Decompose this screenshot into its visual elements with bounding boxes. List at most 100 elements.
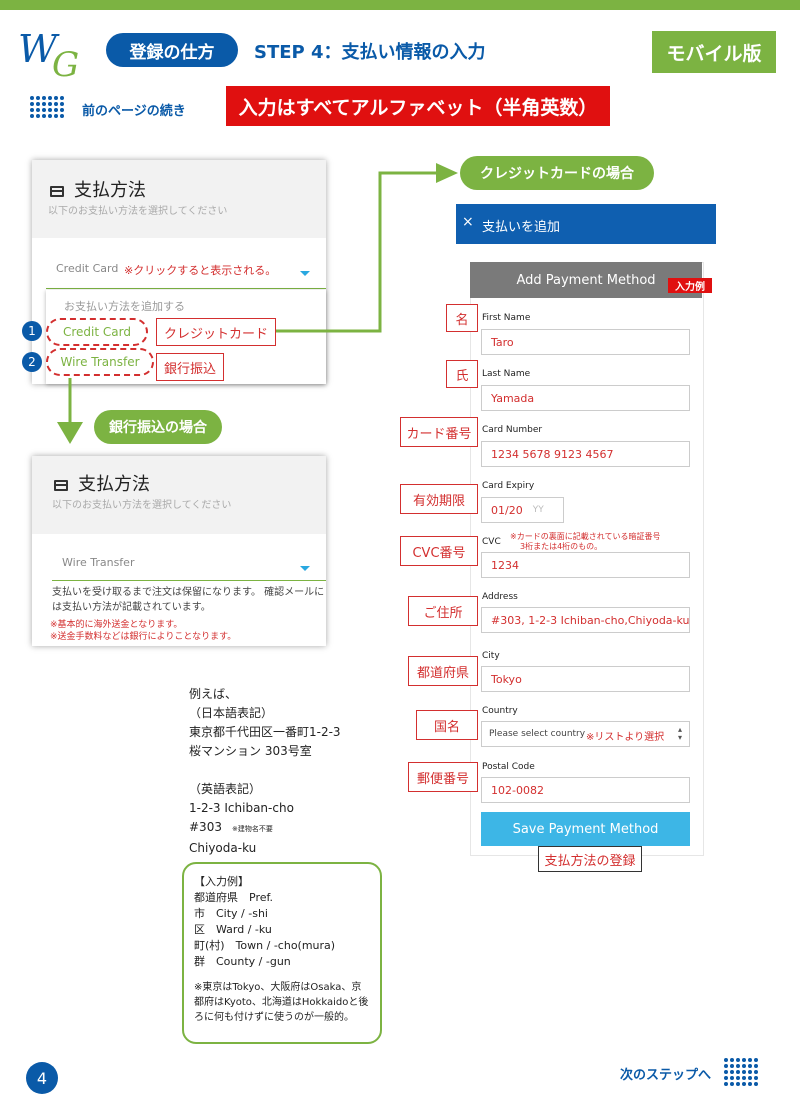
- jp-label-country: 国名: [416, 710, 478, 740]
- example-line: （日本語表記）: [189, 706, 274, 720]
- wire-description: 支払いを受け取るまで注文は保留になります。 確認メールには支払い方法が記載されて…: [52, 587, 325, 613]
- prev-page-dots-icon: [30, 96, 64, 118]
- jp-label-city: 都道府県: [408, 656, 478, 686]
- cvc-note-2: 3桁または4桁のもの。: [520, 542, 603, 551]
- option-number-1: 1: [22, 321, 42, 341]
- postal-code-field[interactable]: 102-0082: [481, 777, 690, 803]
- credit-card-icon: [50, 186, 64, 197]
- select-underline: [46, 288, 326, 289]
- example-line: [189, 761, 341, 780]
- arrow-head-wire: [57, 422, 83, 444]
- updown-arrows-icon: ▴▾: [678, 725, 683, 742]
- postal-code-label: Postal Code: [482, 762, 535, 772]
- note-row: 群 County / -gun: [194, 955, 291, 968]
- arrow-head-credit: [436, 163, 458, 183]
- country-label: Country: [482, 706, 518, 716]
- jp-label-cvc: CVC番号: [400, 536, 478, 566]
- save-payment-method-button[interactable]: Save Payment Method: [481, 812, 690, 846]
- payment-select-value[interactable]: Credit Card: [56, 262, 119, 275]
- jp-label-address: ご住所: [408, 596, 478, 626]
- wire-note-2: ※送金手数料などは銀行によりことなります。: [50, 632, 237, 642]
- option-number-2: 2: [22, 352, 42, 372]
- wire-select-underline: [52, 580, 326, 581]
- note-row: 市 City / -shi: [194, 907, 268, 920]
- example-line: 桜マンション 303号室: [189, 744, 312, 758]
- jp-label-card-number: カード番号: [400, 417, 478, 447]
- step-title: STEP 4：支払い情報の入力: [254, 42, 486, 63]
- example-line: Chiyoda-ku: [189, 841, 257, 855]
- jp-label-postal: 郵便番号: [408, 762, 478, 792]
- cvc-field[interactable]: 1234: [481, 552, 690, 578]
- cvc-note-1: ※カードの裏面に記載されている暗証番号: [510, 532, 661, 541]
- city-field[interactable]: Tokyo: [481, 666, 690, 692]
- cvc-label: CVC: [482, 537, 501, 547]
- prev-page-link[interactable]: 前のページの続き: [82, 104, 186, 119]
- example-line: 1-2-3 Ichiban-cho: [189, 801, 294, 815]
- top-accent-bar: [0, 0, 800, 10]
- chevron-down-icon[interactable]: [300, 271, 310, 276]
- svg-text:W: W: [18, 28, 60, 71]
- section-pill: 登録の仕方: [106, 33, 238, 67]
- svg-text:G: G: [52, 45, 79, 80]
- credit-card-pill: クレジットカードの場合: [460, 156, 654, 190]
- panel-subtitle: 以下のお支払い方法を選択してください: [48, 206, 228, 217]
- mobile-badge: モバイル版: [652, 31, 776, 73]
- card-number-field[interactable]: 1234 5678 9123 4567: [481, 441, 690, 467]
- example-line: 例えば、: [189, 687, 238, 701]
- first-name-label: First Name: [482, 313, 531, 323]
- form-title: Add Payment Method: [470, 262, 702, 298]
- example-tag: 入力例: [668, 278, 712, 293]
- label-credit-card-jp: クレジットカード: [156, 318, 276, 346]
- expiry-value: 01/20: [491, 503, 523, 517]
- example-line-303: #303※建物名不要: [189, 820, 273, 834]
- card-number-label: Card Number: [482, 425, 543, 435]
- panel-title: 支払方法: [74, 180, 146, 201]
- chevron-down-icon[interactable]: [300, 566, 310, 571]
- save-caption: 支払方法の登録: [538, 846, 642, 872]
- input-example-box: 【入力例】 都道府県 Pref. 市 City / -shi 区 Ward / …: [182, 862, 382, 1044]
- last-name-label: Last Name: [482, 369, 531, 379]
- option-wire-transfer[interactable]: Wire Transfer: [46, 348, 154, 376]
- jp-label-card-expiry: 有効期限: [400, 484, 478, 514]
- wire-note-1: ※基本的に海外送金となります。: [50, 620, 183, 630]
- country-select-value: Please select country: [489, 729, 586, 739]
- close-icon[interactable]: ×: [462, 214, 474, 230]
- next-step-link[interactable]: 次のステップへ: [620, 1068, 712, 1083]
- note-box-title: 【入力例】: [194, 875, 249, 888]
- select-click-note: ※クリックすると表示される。: [124, 264, 277, 277]
- expiry-placeholder: YY: [532, 505, 544, 515]
- card-expiry-label: Card Expiry: [482, 481, 535, 491]
- jp-label-last-name: 氏: [446, 360, 478, 388]
- example-line: （英語表記）: [189, 782, 262, 796]
- card-expiry-field[interactable]: 01/20 YY: [481, 497, 564, 523]
- page-number: 4: [26, 1062, 58, 1094]
- country-select[interactable]: Please select country ※リストより選択 ▴▾: [481, 721, 690, 747]
- wire-panel-title: 支払方法: [78, 474, 150, 495]
- panel-header: 支払方法 以下のお支払い方法を選択してください: [32, 160, 326, 238]
- mobile-add-payment-header: × 支払いを追加: [456, 204, 716, 244]
- wire-panel-subtitle: 以下のお支払い方法を選択してください: [52, 500, 232, 511]
- note-row: 都道府県 Pref.: [194, 891, 274, 904]
- jp-label-first-name: 名: [446, 304, 478, 332]
- note-row: 区 Ward / -ku: [194, 923, 272, 936]
- address-field[interactable]: #303, 1-2-3 Ichiban-cho,Chiyoda-ku: [481, 607, 690, 633]
- city-label: City: [482, 651, 500, 661]
- last-name-field[interactable]: Yamada: [481, 385, 690, 411]
- label-wire-transfer-jp: 銀行振込: [156, 353, 224, 381]
- wire-transfer-pill: 銀行振込の場合: [94, 410, 222, 444]
- option-credit-card[interactable]: Credit Card: [46, 318, 148, 346]
- wire-transfer-panel: 支払方法 以下のお支払い方法を選択してください Wire Transfer 支払…: [32, 456, 326, 646]
- credit-card-icon: [54, 480, 68, 491]
- wg-logo: W G: [18, 28, 79, 80]
- mobile-header-title: 支払いを追加: [482, 220, 561, 235]
- dropdown-header: お支払い方法を追加する: [64, 300, 185, 313]
- example-line: 東京都千代田区一番町1-2-3: [189, 725, 341, 739]
- address-label: Address: [482, 592, 518, 602]
- note-row: 町(村) Town / -cho(mura): [194, 939, 336, 952]
- note-footer: ※東京はTokyo、大阪府はOsaka、京都府はKyoto、北海道はHokkai…: [194, 982, 369, 1023]
- first-name-field[interactable]: Taro: [481, 329, 690, 355]
- country-select-note: ※リストより選択: [586, 732, 665, 743]
- input-rule-banner: 入力はすべてアルファベット（半角英数）: [226, 86, 610, 126]
- wire-panel-header: 支払方法 以下のお支払い方法を選択してください: [32, 456, 326, 534]
- wire-select-value[interactable]: Wire Transfer: [62, 556, 135, 569]
